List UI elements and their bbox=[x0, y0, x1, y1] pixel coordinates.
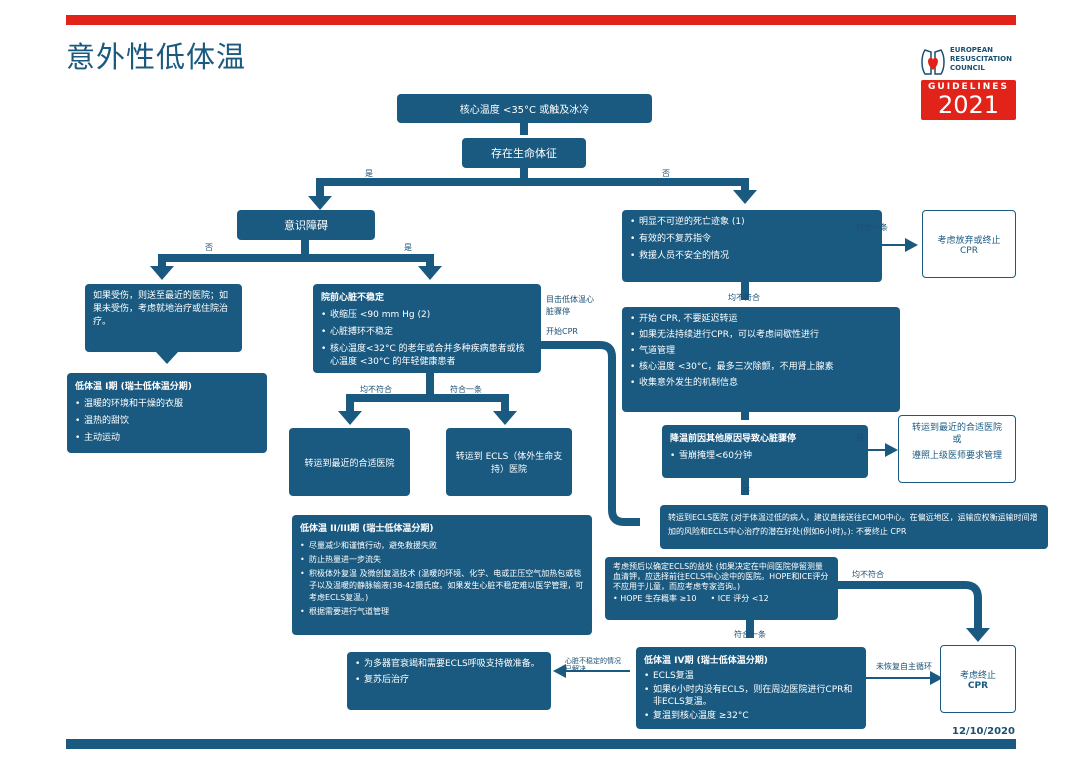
nearest-line: 转运到最近的合适医院 bbox=[911, 423, 1002, 433]
prehospital-title: 院前心脏不稳定 bbox=[321, 293, 385, 303]
stage1-box: 低体温 I期 (瑞士低体温分期) 温暖的环境和干燥的衣服 温热的甜饮 主动运动 bbox=[67, 373, 267, 453]
no-label: 否 bbox=[662, 169, 670, 178]
ecls-hospital-box: 转运到 ECLS（体外生命支持）医院 bbox=[446, 428, 572, 496]
yes-label: 是 bbox=[404, 243, 412, 252]
prognosis-text: 考虑预后以确定ECLS的益处 (如果决定在中间医院停留测量血清钾，应选择前往EC… bbox=[613, 562, 829, 591]
list-item: 积极体外复温 及微创复温技术 (温暖的环境、化学、电或正压空气加热包或毯子以及温… bbox=[300, 568, 584, 604]
none-label: 均不符合 bbox=[852, 570, 884, 579]
stop-line1: 考虑终止 bbox=[959, 670, 996, 681]
list-item: 有效的不复苏指令 bbox=[630, 233, 874, 246]
guidelines-label: GUIDELINES bbox=[928, 82, 1009, 92]
yes-label: 是 bbox=[856, 433, 864, 442]
list-item: 开始 CPR, 不要延迟转运 bbox=[630, 313, 892, 326]
stage23-title: 低体温 II/III期 (瑞士低体温分期) bbox=[300, 524, 434, 534]
score-row: • HOPE 生存概率 ≥10 • ICE 评分 <12 bbox=[613, 594, 830, 604]
other-causes-box: 降温前因其他原因导致心脏骤停 雪崩掩埋<60分钟 bbox=[662, 425, 868, 478]
yes-label: 是 bbox=[365, 169, 373, 178]
list-item: 复温到核心温度 ≥32°C bbox=[644, 710, 858, 722]
top-red-bar bbox=[66, 15, 1016, 25]
cpr-box: 开始 CPR, 不要延迟转运 如果无法持续进行CPR，可以考虑间歇性进行 气道管… bbox=[622, 307, 900, 412]
list-item: 为多器官衰竭和需要ECLS呼吸支持做准备。 bbox=[355, 658, 543, 671]
list-item: 收缩压 <90 mm Hg (2) bbox=[321, 309, 533, 322]
hope-score: • HOPE 生存概率 ≥10 bbox=[613, 594, 697, 603]
multi-organ-box: 为多器官衰竭和需要ECLS呼吸支持做准备。 复苏后治疗 bbox=[347, 652, 551, 710]
any-one-label: 符合一条 bbox=[734, 630, 766, 639]
guidelines-badge bbox=[921, 80, 1016, 120]
list-item: 根据需要进行气道管理 bbox=[300, 606, 584, 618]
list-item: ECLS复温 bbox=[644, 670, 858, 682]
consider-stop-cpr-box-2: 考虑终止 CPR bbox=[940, 645, 1016, 713]
list-item: 如果无法持续进行CPR，可以考虑间歇性进行 bbox=[630, 329, 892, 342]
any-one-label: 符合一条 bbox=[856, 223, 888, 232]
ice-score: • ICE 评分 <12 bbox=[710, 594, 769, 603]
heart-lungs-icon bbox=[919, 46, 947, 78]
list-item: 收集意外发生的机制信息 bbox=[630, 377, 892, 390]
list-item: 防止热量进一步流失 bbox=[300, 554, 584, 566]
other-causes-title: 降温前因其他原因导致心脏骤停 bbox=[670, 434, 797, 444]
witnessed-arrest-label: 目击低体温心脏骤停 bbox=[546, 295, 594, 316]
core-temp-box: 核心温度 <35°C 或触及冰冷 bbox=[397, 94, 652, 123]
no-label: 否 bbox=[742, 487, 750, 496]
none-label: 均不符合 bbox=[728, 293, 760, 302]
protocol-line: 遵照上级医师要求管理 bbox=[911, 451, 1002, 461]
nearest-hospital-box: 转运到最近的合适医院 bbox=[289, 428, 410, 496]
transport-ecls-box: 转运到ECLS医院 (对于体温过低的病人，建议直接送往ECMO中心。在偏远地区，… bbox=[660, 505, 1048, 549]
page-title: 意外性低体温 bbox=[66, 40, 247, 74]
bottom-blue-bar bbox=[66, 739, 1016, 749]
prehospital-box: 院前心脏不稳定 收缩压 <90 mm Hg (2) 心脏搏环不稳定 核心温度<3… bbox=[313, 284, 541, 373]
start-cpr-label: 开始CPR bbox=[546, 327, 578, 336]
erc-logo-text: EUROPEAN RESUSCITATION COUNCIL bbox=[950, 46, 1012, 72]
unstable-resolved-label: 心脏不稳定的情况已解决 bbox=[565, 657, 621, 673]
list-item: 主动运动 bbox=[75, 432, 259, 445]
stage4-title: 低体温 IV期 (瑞士低体温分期) bbox=[644, 656, 768, 666]
list-item: 温暖的环境和干燥的衣服 bbox=[75, 398, 259, 411]
prognosis-box: 考虑预后以确定ECLS的益处 (如果决定在中间医院停留测量血清钾，应选择前往EC… bbox=[605, 557, 838, 620]
date-label: 12/10/2020 bbox=[952, 726, 1015, 737]
any-one-label: 符合一条 bbox=[450, 385, 482, 394]
list-item: 尽量减少和谨慎行动，避免救援失败 bbox=[300, 540, 584, 552]
list-item: 复苏后治疗 bbox=[355, 674, 543, 687]
stage1-title: 低体温 I期 (瑞士低体温分期) bbox=[75, 382, 192, 392]
signs-of-life-box: 存在生命体征 bbox=[462, 138, 586, 168]
no-rosc-label: 未恢复自主循环 bbox=[876, 662, 932, 671]
impaired-consciousness-box: 意识障碍 bbox=[237, 210, 375, 240]
list-item: 核心温度<32°C 的老年或合并多种疾病患者或核心温度 <30°C 的年轻健康患… bbox=[321, 343, 533, 369]
guidelines-year: 2021 bbox=[937, 91, 1000, 119]
list-item: 心脏搏环不稳定 bbox=[321, 326, 533, 339]
no-label: 否 bbox=[205, 243, 213, 252]
or-line: 或 bbox=[952, 435, 962, 445]
stop-line2: CPR bbox=[967, 680, 989, 691]
stage23-box: 低体温 II/III期 (瑞士低体温分期) 尽量减少和谨慎行动，避免救援失败 防… bbox=[292, 515, 592, 635]
nearest-or-protocol-box: 转运到最近的合适医院 或 遵照上级医师要求管理 bbox=[898, 415, 1016, 483]
none-label: 均不符合 bbox=[360, 385, 392, 394]
death-signs-box: 明显不可逆的死亡迹象 (1) 有效的不复苏指令 救援人员不安全的情况 bbox=[622, 210, 882, 282]
list-item: 明显不可逆的死亡迹象 (1) bbox=[630, 216, 874, 229]
list-item: 核心温度 <30°C，最多三次除颤，不用肾上腺素 bbox=[630, 361, 892, 374]
stage4-box: 低体温 IV期 (瑞士低体温分期) ECLS复温 如果6小时内没有ECLS，则在… bbox=[636, 647, 866, 729]
list-item: 雪崩掩埋<60分钟 bbox=[670, 450, 860, 463]
list-item: 气道管理 bbox=[630, 345, 892, 358]
list-item: 温热的甜饮 bbox=[75, 415, 259, 428]
consider-stop-cpr-box: 考虑放弃或终止CPR bbox=[922, 210, 1016, 278]
list-item: 救援人员不安全的情况 bbox=[630, 250, 874, 263]
injured-box: 如果受伤，则送至最近的医院；如果未受伤，考虑就地治疗或住院治疗。 bbox=[85, 284, 242, 352]
list-item: 如果6小时内没有ECLS，则在周边医院进行CPR和非ECLS复温。 bbox=[644, 684, 858, 708]
